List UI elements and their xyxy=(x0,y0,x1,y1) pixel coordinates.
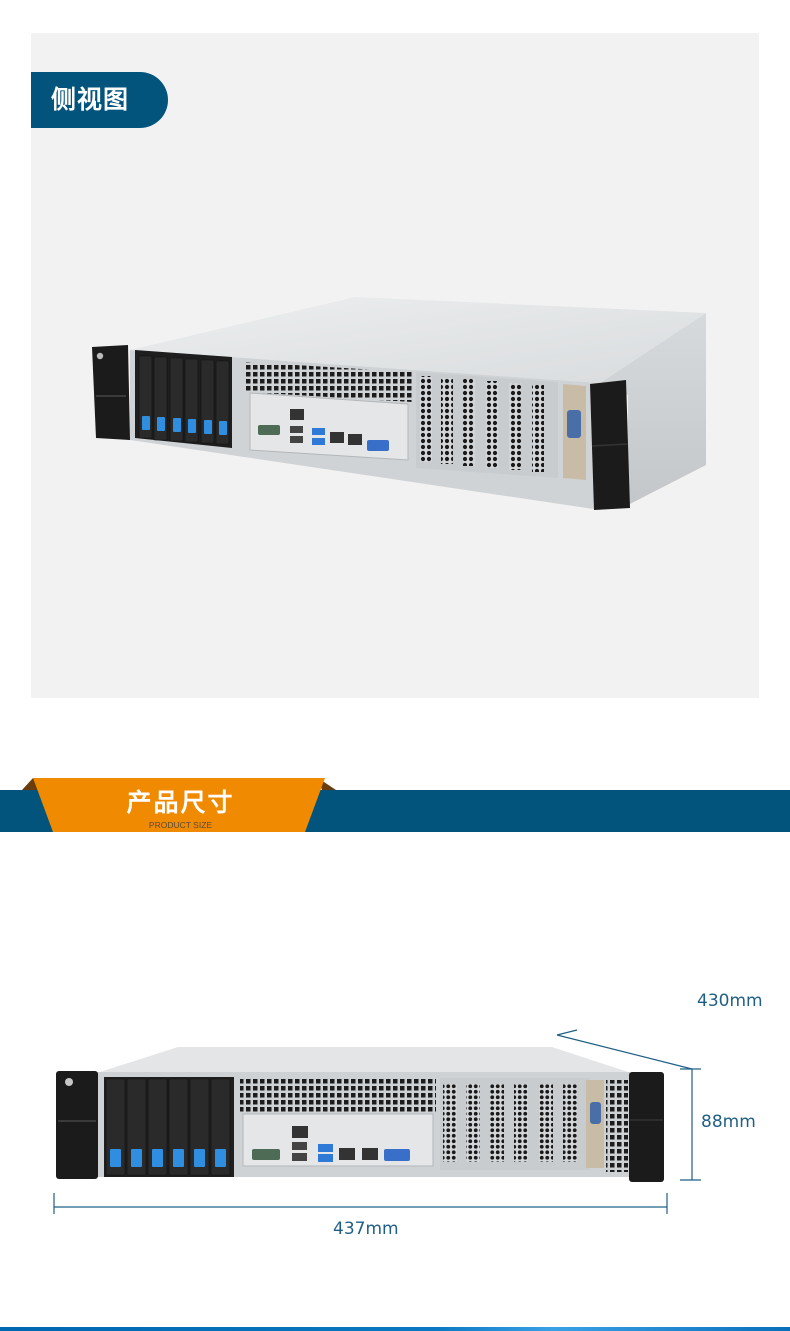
footer-accent-bar xyxy=(0,1327,790,1331)
dimension-height-label: 88mm xyxy=(701,1112,756,1132)
side-view-title-tag: 侧视图 xyxy=(31,72,168,128)
product-size-title: 产品尺寸 xyxy=(126,788,235,817)
dimension-width-label: 437mm xyxy=(333,1219,399,1239)
server-front-view-image xyxy=(53,1029,701,1214)
product-size-subtitle: PRODUCT SIZE xyxy=(148,820,213,830)
server-side-view-image xyxy=(92,297,706,510)
dimension-depth-label: 430mm xyxy=(697,991,763,1011)
section-banner-ribbon xyxy=(22,778,336,832)
